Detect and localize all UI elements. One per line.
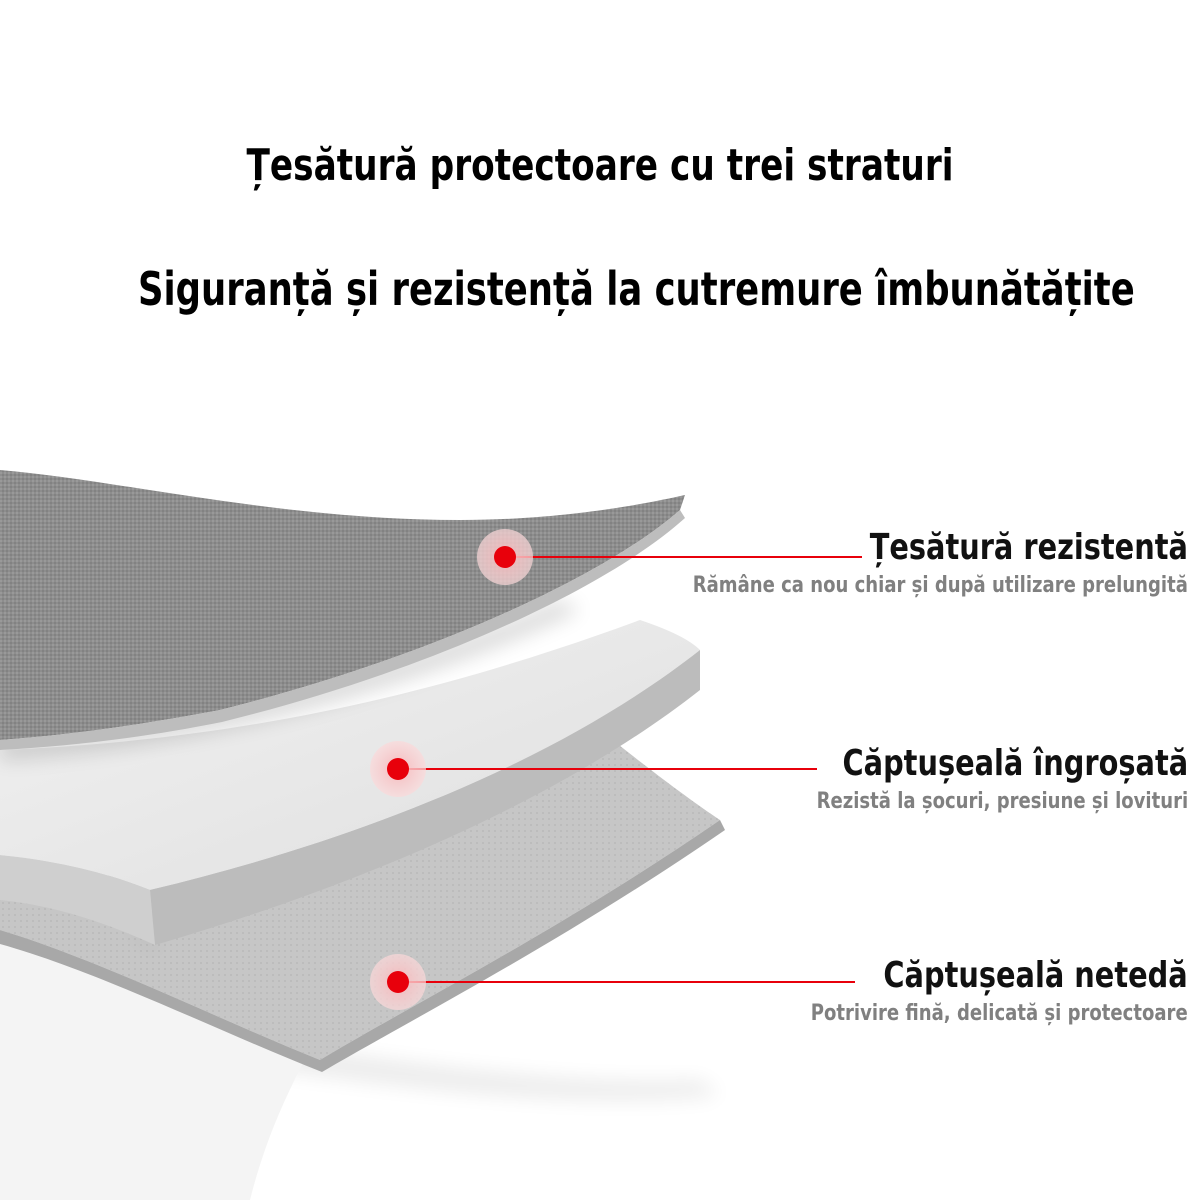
layer-label-padding: Căptușeală îngroșată Rezistă la șocuri, … bbox=[735, 744, 1188, 816]
page-title: Țesătură protectoare cu trei straturi bbox=[246, 140, 954, 191]
layer-description: Rezistă la șocuri, presiune și lovituri bbox=[816, 789, 1188, 814]
layer-title: Căptușeală netedă bbox=[883, 955, 1188, 996]
smooth-lining-layer bbox=[0, 730, 725, 1200]
layer-description: Rămâne ca nou chiar și după utilizare pr… bbox=[692, 573, 1188, 598]
layer-label-fabric: Țesătură rezistentă Rămâne ca nou chiar … bbox=[584, 528, 1188, 600]
marker-dot-3 bbox=[370, 954, 426, 1010]
marker-dot-2 bbox=[370, 741, 426, 797]
layer-title: Căptușeală îngroșată bbox=[842, 743, 1188, 784]
layer-label-lining: Căptușeală netedă Potrivire fină, delica… bbox=[728, 956, 1188, 1028]
thick-padding-layer bbox=[0, 620, 700, 950]
page-subtitle: Siguranță și rezistență la cutremure îmb… bbox=[138, 262, 1135, 316]
layer-title: Țesătură rezistentă bbox=[869, 527, 1188, 568]
layer-description: Potrivire fină, delicată și protectoare bbox=[811, 1001, 1188, 1026]
marker-dot-1 bbox=[477, 529, 533, 585]
